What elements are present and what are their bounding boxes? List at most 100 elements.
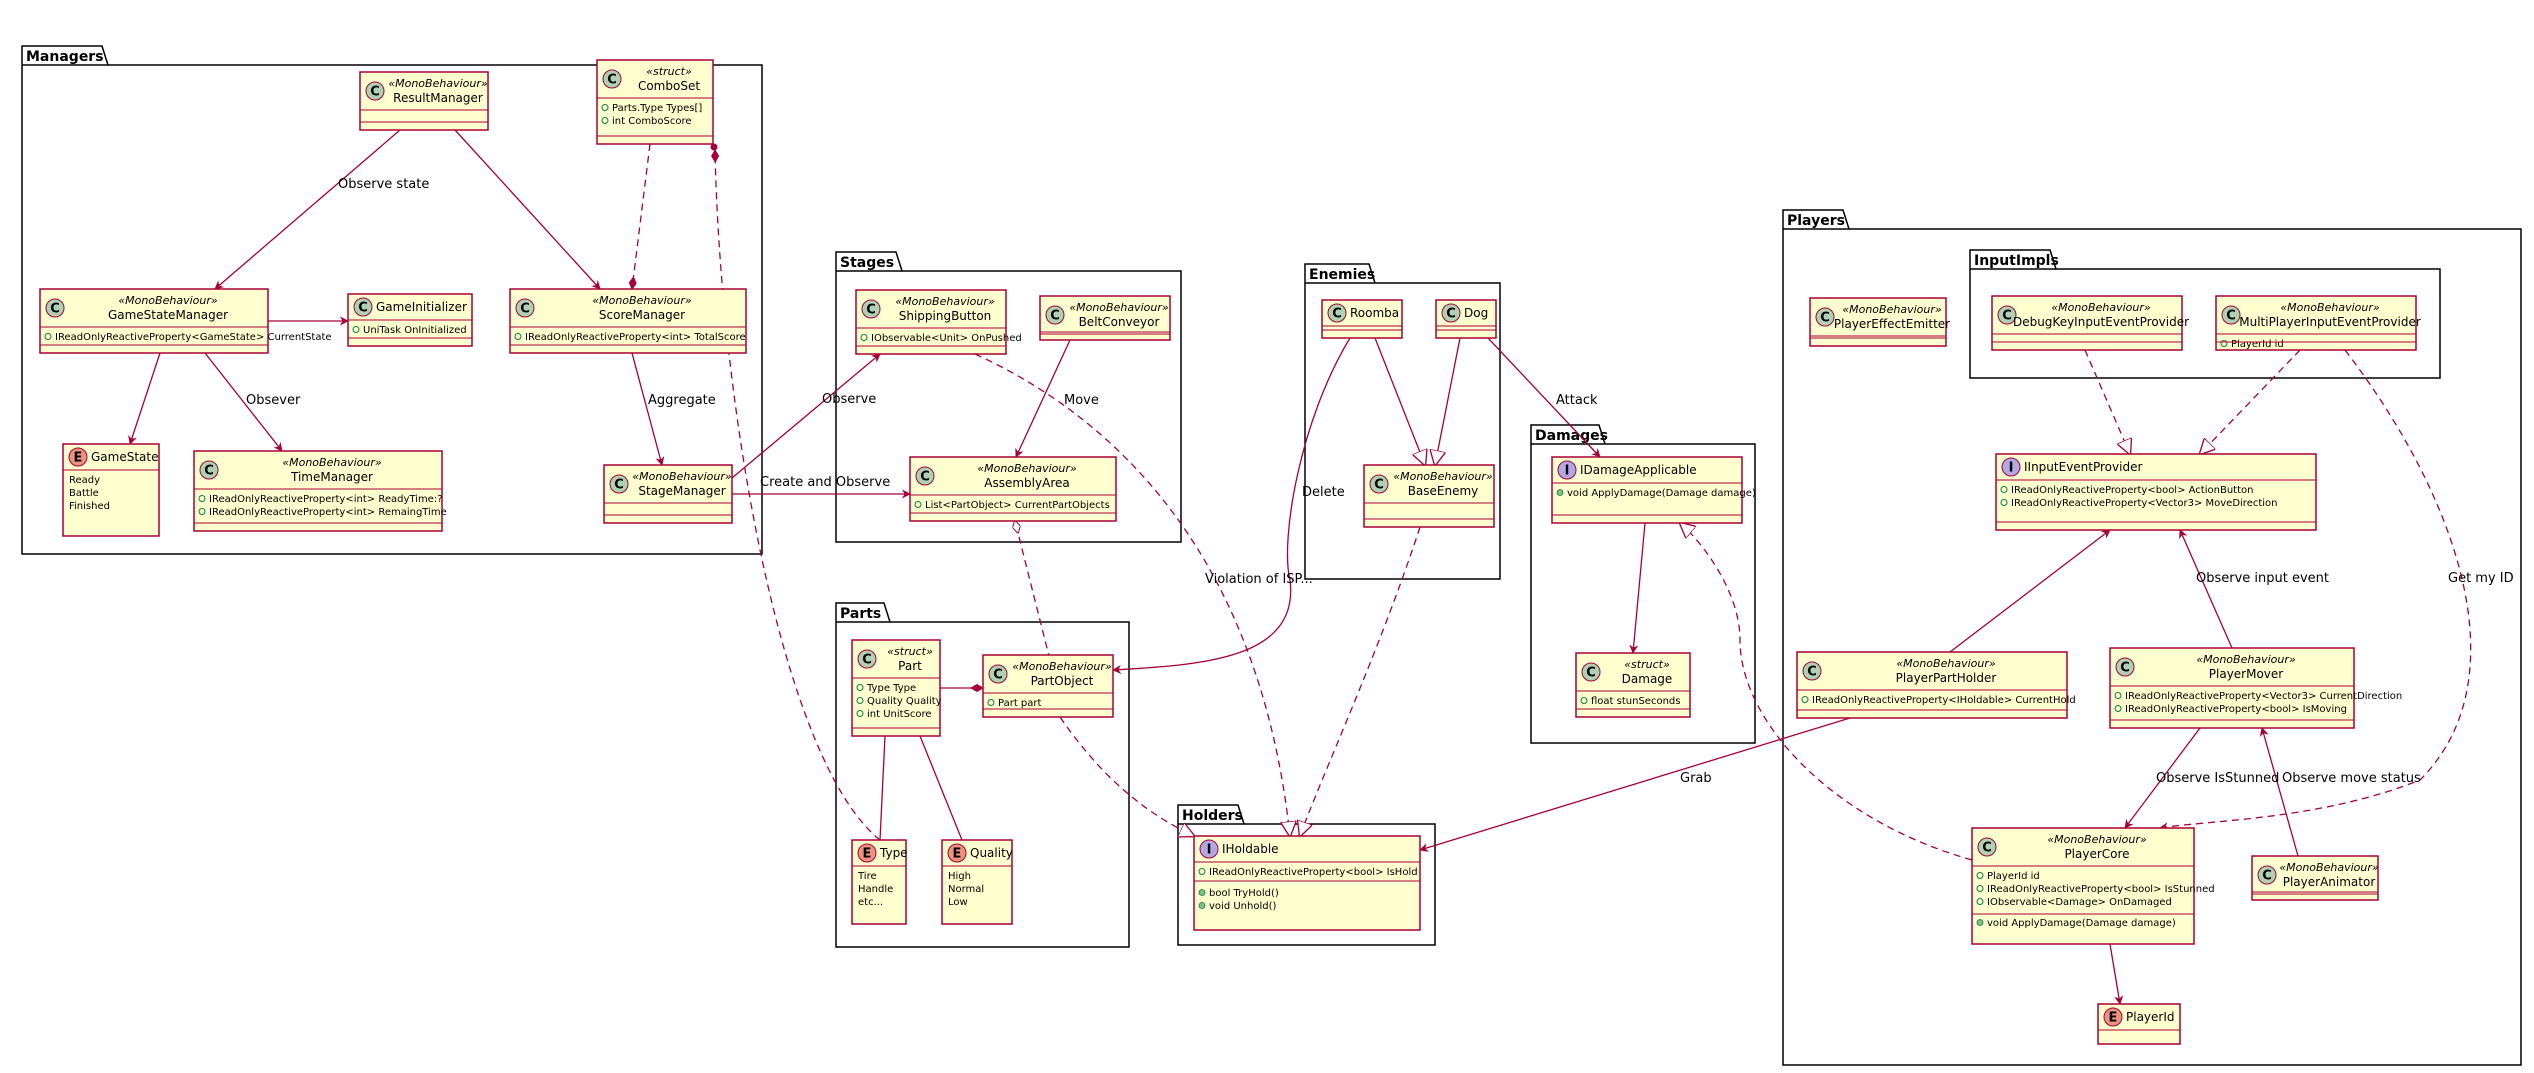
class-name: PlayerEffectEmitter (1834, 317, 1950, 331)
class-member: PlayerId id (1987, 871, 2040, 882)
class-multi-player-input[interactable]: C«MonoBehaviour»MultiPlayerInputEventPro… (2215, 295, 2421, 351)
public-field-icon (352, 326, 360, 333)
relation-result-to-score (454, 129, 601, 290)
enum-icon: E (857, 843, 877, 863)
class-game-state-manager[interactable]: C«MonoBehaviour»GameStateManagerIReadOnl… (39, 288, 332, 354)
class-player-effect-emitter[interactable]: C«MonoBehaviour»PlayerEffectEmitter (1809, 297, 1950, 347)
class-icon: C (602, 69, 622, 89)
class-player-animator[interactable]: C«MonoBehaviour»PlayerAnimator (2251, 855, 2379, 901)
class-stage-manager[interactable]: C«MonoBehaviour»StageManager (603, 464, 733, 524)
class-stereotype: «MonoBehaviour» (118, 294, 218, 307)
relation-gamestate-to-time (204, 352, 283, 452)
class-icon: C (1327, 303, 1347, 323)
class-name: IInputEventProvider (2024, 460, 2142, 474)
class-icon: C (857, 649, 877, 669)
edge-label-grab: Grab (1680, 771, 1712, 786)
class-box (509, 288, 747, 354)
relation-baseenemy-to-iholdable (1300, 526, 1421, 836)
class-member: Low (948, 897, 968, 908)
svg-text:C: C (50, 302, 60, 317)
class-name: PlayerPartHolder (1896, 671, 1997, 685)
class-box (193, 450, 443, 532)
edge-label-observe-input-event: Observe input event (2196, 571, 2329, 586)
class-time-manager[interactable]: C«MonoBehaviour»TimeManagerIReadOnlyReac… (193, 450, 447, 532)
class-icon: C (1369, 474, 1389, 494)
package-title: InputImpls (1974, 253, 2059, 269)
class-name: ScoreManager (599, 308, 685, 322)
relation-gamestate-to-gamestate-enum (128, 352, 161, 445)
public-field-icon (2114, 692, 2122, 699)
class-result-manager[interactable]: C«MonoBehaviour»ResultManager (359, 71, 489, 131)
public-field-icon (1976, 885, 1984, 892)
class-member: IObservable<Unit> OnPushed (871, 333, 1022, 344)
class-member: Part part (998, 698, 1042, 709)
enum-icon: E (2103, 1007, 2123, 1027)
class-member: IReadOnlyReactiveProperty<Vector3> Curre… (2125, 691, 2402, 702)
class-shipping-button[interactable]: C«MonoBehaviour»ShippingButtonIObservabl… (855, 289, 1022, 355)
public-method-icon (1198, 902, 1206, 909)
class-name: PartObject (1031, 674, 1094, 688)
class-stereotype: «MonoBehaviour» (1842, 303, 1942, 316)
edge-label-move: Move (1064, 393, 1099, 408)
class-icon: C (515, 298, 535, 318)
class-name: PlayerId (2126, 1010, 2175, 1024)
class-member: IReadOnlyReactiveProperty<int> TotalScor… (525, 332, 746, 343)
svg-text:C: C (1374, 478, 1384, 493)
class-stereotype: «MonoBehaviour» (388, 77, 488, 90)
class-stereotype: «MonoBehaviour» (2280, 301, 2380, 314)
class-name: IDamageApplicable (1580, 463, 1697, 477)
relation-partobject-to-iholdable (1059, 716, 1194, 836)
class-member: Finished (69, 501, 110, 512)
class-stereotype: «MonoBehaviour» (2051, 301, 2151, 314)
edge-label-observe: Observe (822, 392, 876, 407)
class-member: List<PartObject> CurrentPartObjects (925, 500, 1110, 511)
class-belt-conveyor[interactable]: C«MonoBehaviour»BeltConveyor (1039, 295, 1171, 341)
class-icon: C (2221, 305, 2241, 325)
class-icon: C (199, 460, 219, 480)
class-player-mover[interactable]: C«MonoBehaviour»PlayerMoverIReadOnlyReac… (2109, 647, 2402, 729)
svg-text:E: E (74, 451, 83, 466)
class-member: Battle (69, 488, 99, 499)
package-title: Parts (840, 606, 881, 622)
class-name: PlayerMover (2209, 667, 2284, 681)
class-player-part-holder[interactable]: C«MonoBehaviour»PlayerPartHolderIReadOnl… (1796, 651, 2076, 719)
public-field-icon (1198, 868, 1206, 875)
class-base-enemy[interactable]: C«MonoBehaviour»BaseEnemy (1363, 464, 1495, 528)
relation-dog-to-idamage (1487, 337, 1601, 458)
class-assembly-area[interactable]: C«MonoBehaviour»AssemblyAreaList<PartObj… (909, 456, 1117, 522)
class-icon: C (1045, 305, 1065, 325)
edge-label-aggregate: Aggregate (648, 393, 716, 408)
class-box (603, 464, 733, 524)
class-name: StageManager (638, 484, 725, 498)
public-field-icon (1801, 696, 1809, 703)
class-stereotype: «MonoBehaviour» (2279, 861, 2379, 874)
public-field-icon (601, 104, 609, 111)
edge-label-observe-is-stunned: Observe IsStunned (2156, 771, 2279, 786)
relation-animator-to-mover (2259, 727, 2299, 857)
interface-icon: I (1557, 460, 1577, 480)
class-box (851, 639, 941, 737)
class-score-manager[interactable]: C«MonoBehaviour»ScoreManagerIReadOnlyRea… (509, 288, 747, 354)
enum-icon: E (947, 843, 967, 863)
class-member: IReadOnlyReactiveProperty<bool> IsStunne… (1987, 884, 2215, 895)
class-debug-key-input[interactable]: C«MonoBehaviour»DebugKeyInputEventProvid… (1991, 295, 2189, 351)
package-title: Managers (26, 49, 104, 65)
edge-label-delete: Delete (1302, 485, 1345, 500)
svg-text:C: C (2226, 309, 2236, 324)
